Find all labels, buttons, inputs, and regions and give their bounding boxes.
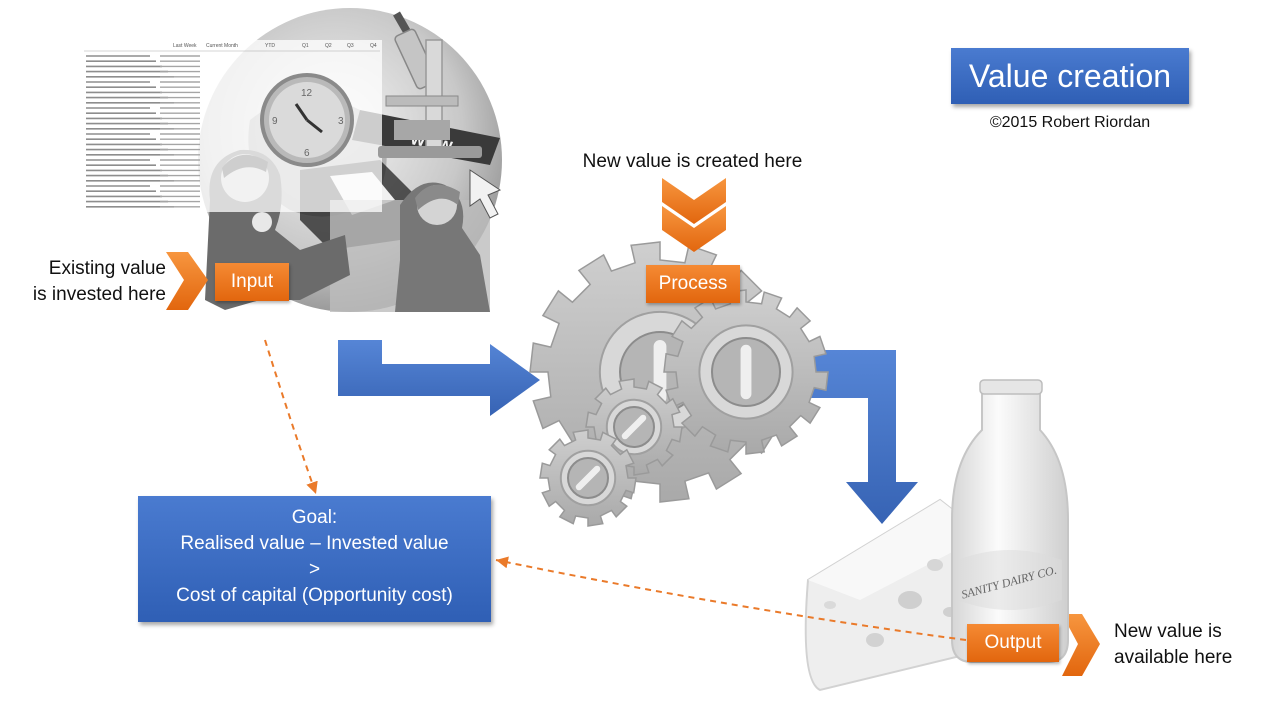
spreadsheet-header-3: YTD bbox=[265, 43, 275, 49]
caption-output-line-1: New value is bbox=[1114, 621, 1222, 642]
output-label: Output bbox=[967, 624, 1059, 662]
chevron-right-icon-output bbox=[1062, 614, 1100, 676]
goal-formula: Realised value – Invested value bbox=[180, 533, 449, 554]
caption-new-value-available: New value is available here bbox=[1114, 619, 1274, 671]
copyright: ©2015 Robert Riordan bbox=[989, 114, 1151, 131]
gear-right bbox=[663, 289, 829, 455]
chevron-right-icon-input bbox=[166, 252, 208, 310]
gear-small bbox=[539, 429, 637, 527]
gears-icon bbox=[529, 241, 829, 527]
goal-title: Goal: bbox=[291, 507, 338, 528]
cheese-icon bbox=[804, 498, 986, 692]
spreadsheet-rows bbox=[86, 55, 200, 208]
spreadsheet-header-4: Q1 bbox=[302, 43, 309, 49]
goal-box: Goal: Realised value – Invested value > … bbox=[138, 496, 491, 622]
caption-existing-line-1: Existing value bbox=[48, 258, 166, 279]
caption-existing-value: Existing value is invested here bbox=[0, 256, 166, 308]
spreadsheet-header-5: Q2 bbox=[325, 43, 332, 49]
dashed-arrow-output-to-goal bbox=[495, 556, 967, 641]
spreadsheet-header-1: Last Week bbox=[173, 43, 197, 49]
input-label: Input bbox=[215, 263, 289, 301]
caption-new-value-created: New value is created here bbox=[582, 151, 803, 172]
process-label: Process bbox=[646, 265, 740, 303]
flow-arrow-input-to-process bbox=[338, 340, 540, 416]
microscope-icon bbox=[378, 11, 482, 158]
spreadsheet-header-7: Q4 bbox=[370, 43, 377, 49]
caption-output-line-2: available here bbox=[1114, 647, 1233, 668]
svg-text:6: 6 bbox=[304, 148, 310, 159]
caption-existing-line-2: is invested here bbox=[32, 284, 166, 305]
goal-cost-of-capital: Cost of capital (Opportunity cost) bbox=[176, 585, 453, 606]
svg-text:12: 12 bbox=[301, 88, 313, 99]
svg-text:9: 9 bbox=[272, 116, 278, 127]
goal-comparator: > bbox=[308, 559, 321, 580]
svg-text:3: 3 bbox=[338, 116, 344, 127]
spreadsheet-header-6: Q3 bbox=[347, 43, 354, 49]
title-box: Value creation bbox=[951, 48, 1189, 104]
dashed-arrow-input-to-goal bbox=[264, 339, 318, 495]
clock-icon: 12 3 6 9 bbox=[260, 73, 354, 167]
spreadsheet-header-2: Current Month bbox=[206, 43, 238, 49]
milk-bottle-icon: SANITY DAIRY CO. bbox=[951, 379, 1069, 663]
chevron-down-icon bbox=[662, 178, 726, 252]
flow-arrow-process-to-output bbox=[808, 350, 918, 524]
